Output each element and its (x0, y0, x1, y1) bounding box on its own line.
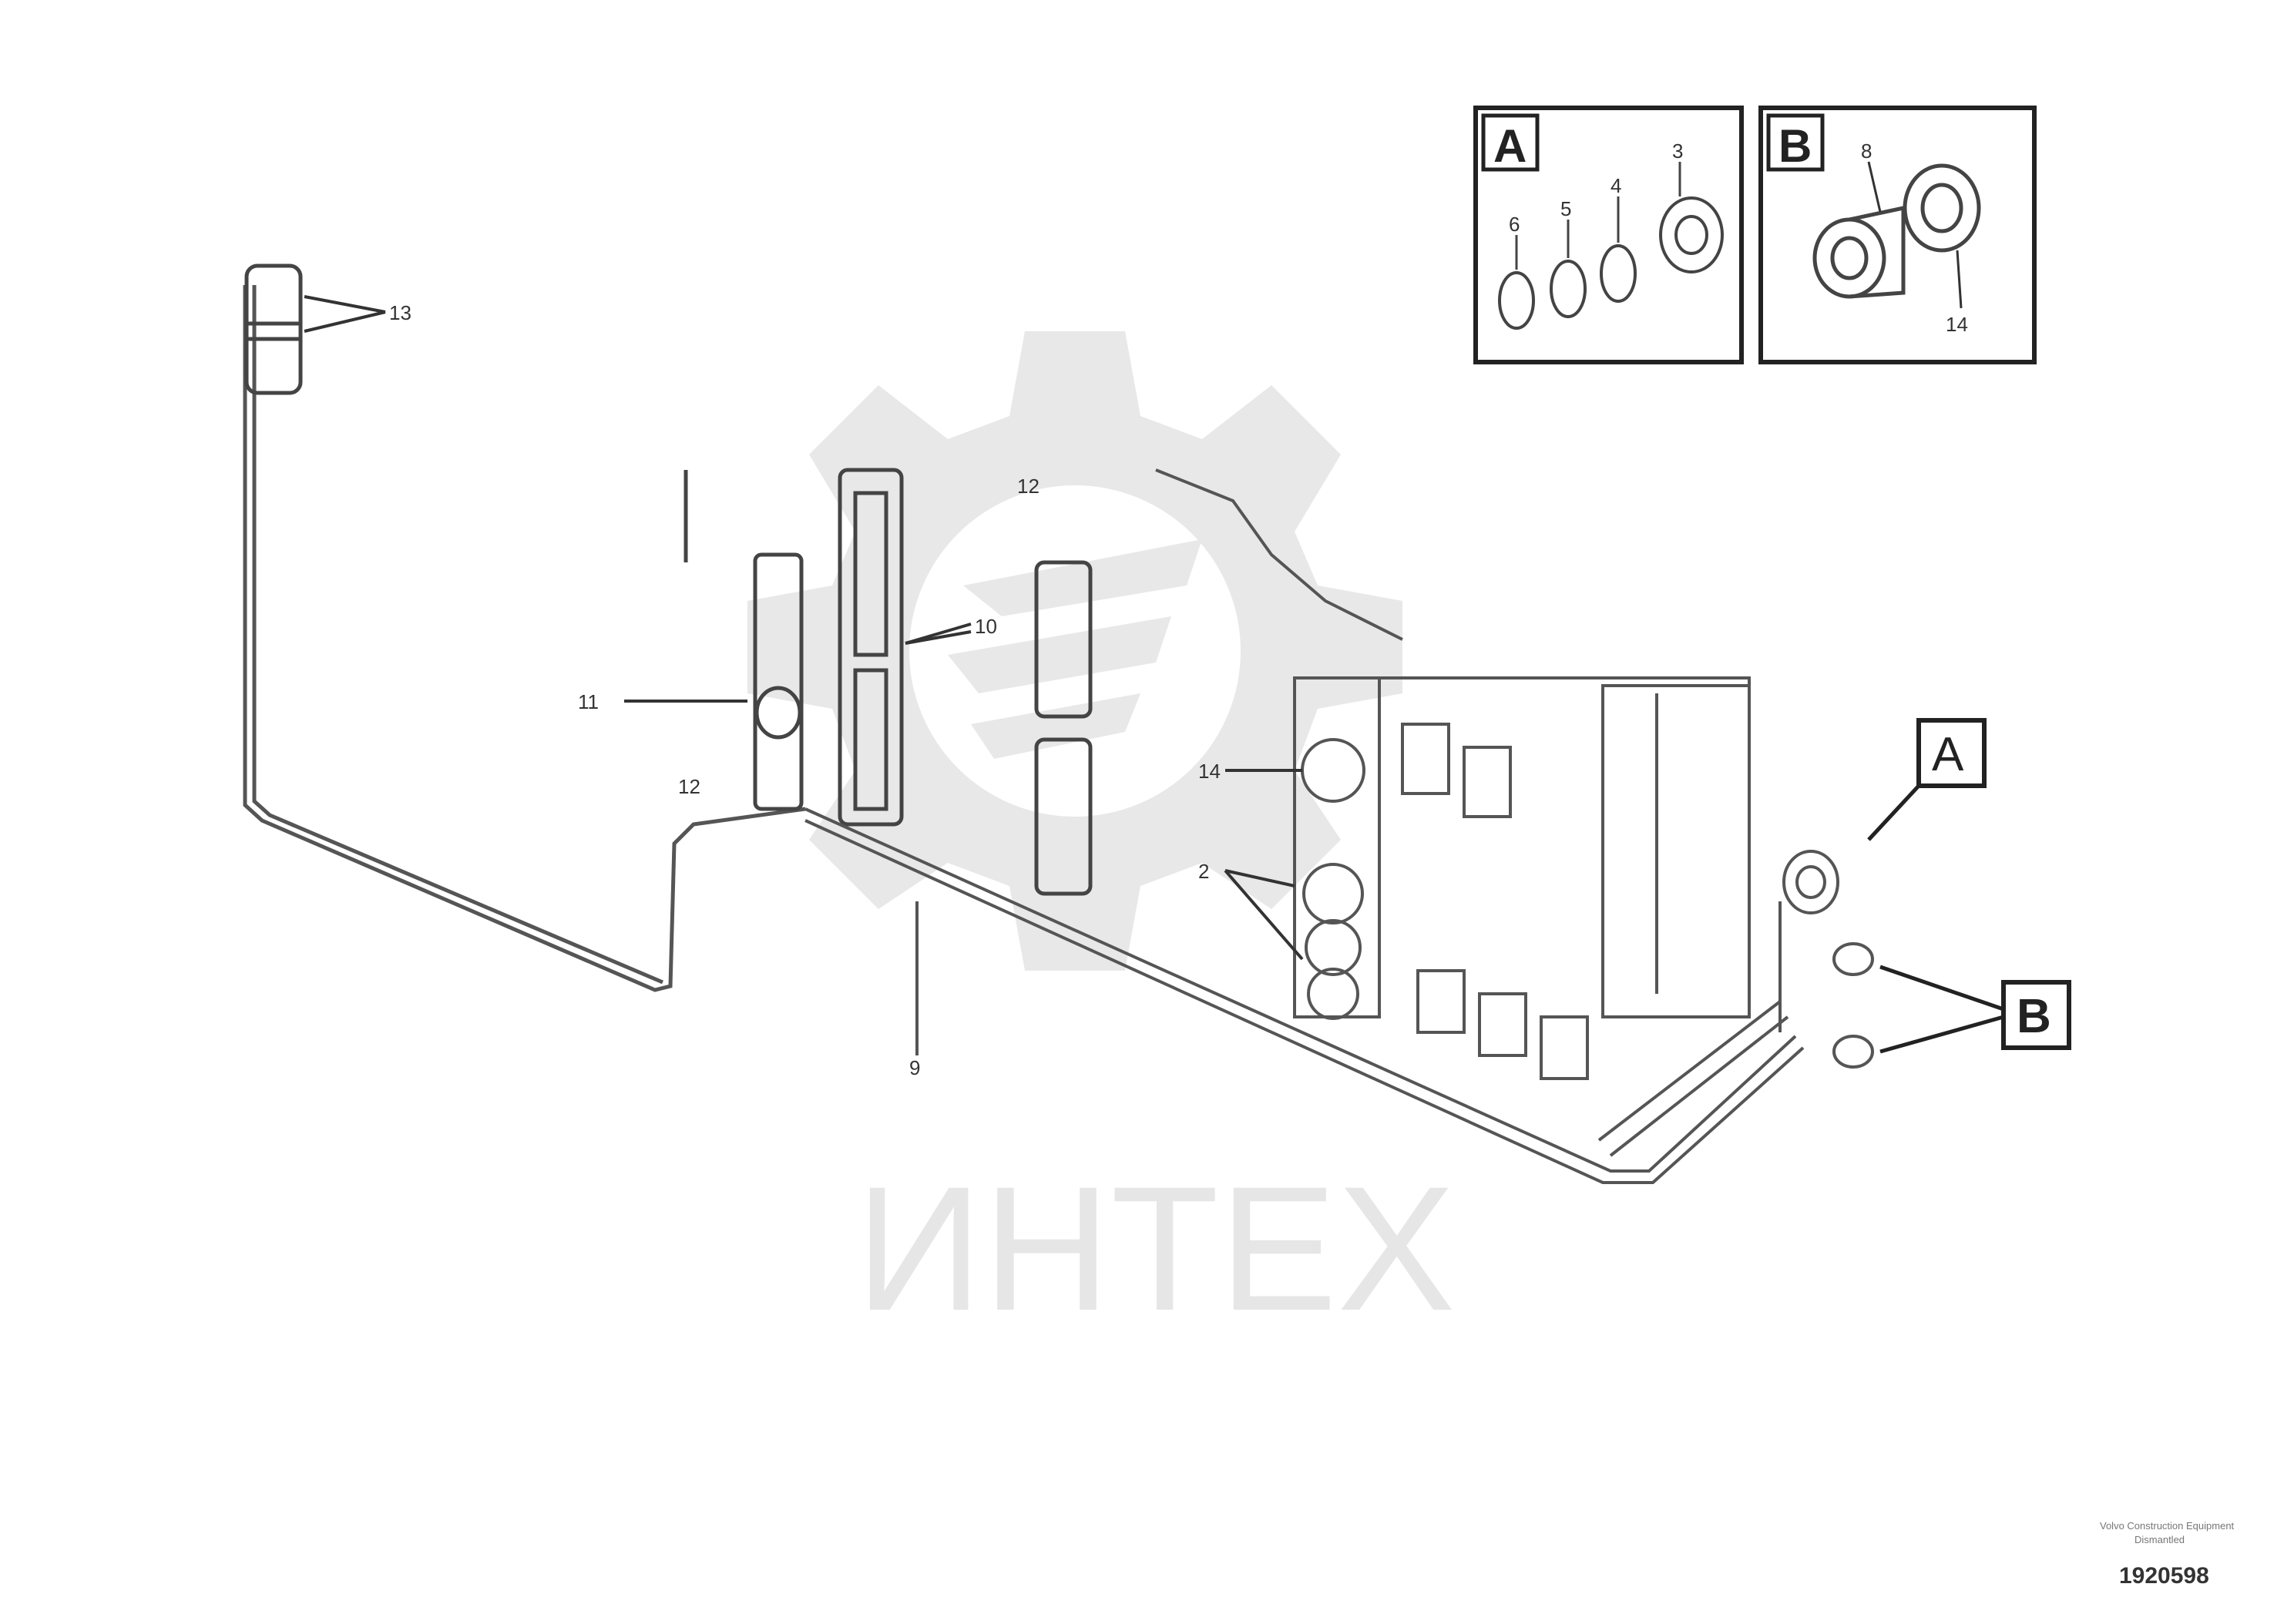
callout-a-6: 6 (1509, 213, 1520, 236)
callout-9: 9 (909, 1056, 920, 1079)
callout-12-top: 12 (1017, 475, 1040, 498)
detail-view-b-label: B (1778, 120, 1812, 172)
callout-13: 13 (389, 301, 411, 324)
view-marker-a: A (1867, 718, 1987, 841)
view-marker-a-label: A (1932, 728, 1964, 781)
hose-line (243, 285, 806, 992)
detail-view-a-label: A (1493, 120, 1527, 172)
callout-12-left: 12 (678, 775, 700, 798)
watermark-text: ИНТЕХ (855, 1149, 1456, 1347)
callout-10: 10 (975, 615, 997, 638)
callout-a-3: 3 (1672, 139, 1683, 163)
callout-a-5: 5 (1560, 197, 1571, 220)
o-ring-set-icon (1498, 196, 1724, 330)
valve-block (683, 468, 1093, 896)
detail-view-a: A 6 5 4 3 (1473, 106, 1744, 364)
footer-line-1: Volvo Construction Equipment (2100, 1520, 2235, 1532)
callout-14: 14 (1198, 760, 1221, 783)
callout-b-14: 14 (1946, 313, 1968, 336)
footer-line-2: Dismantled (2134, 1534, 2185, 1545)
detail-view-b: B 8 14 (1758, 106, 2037, 364)
footer-code: 1920598 (2119, 1563, 2209, 1589)
callout-2: 2 (1198, 860, 1209, 883)
callout-b-8: 8 (1861, 139, 1872, 163)
callout-a-4: 4 (1611, 174, 1621, 197)
callout-11: 11 (578, 690, 599, 713)
watermark-gear-icon (747, 331, 1402, 971)
fitting-icon (1812, 163, 1981, 299)
main-valve-assembly (804, 468, 1874, 1184)
connector-icon (244, 263, 303, 395)
view-marker-b: B (1879, 965, 2071, 1054)
footer-stamp: Volvo Construction Equipment Dismantled … (2100, 1520, 2235, 1589)
view-marker-b-label: B (2017, 990, 2051, 1043)
